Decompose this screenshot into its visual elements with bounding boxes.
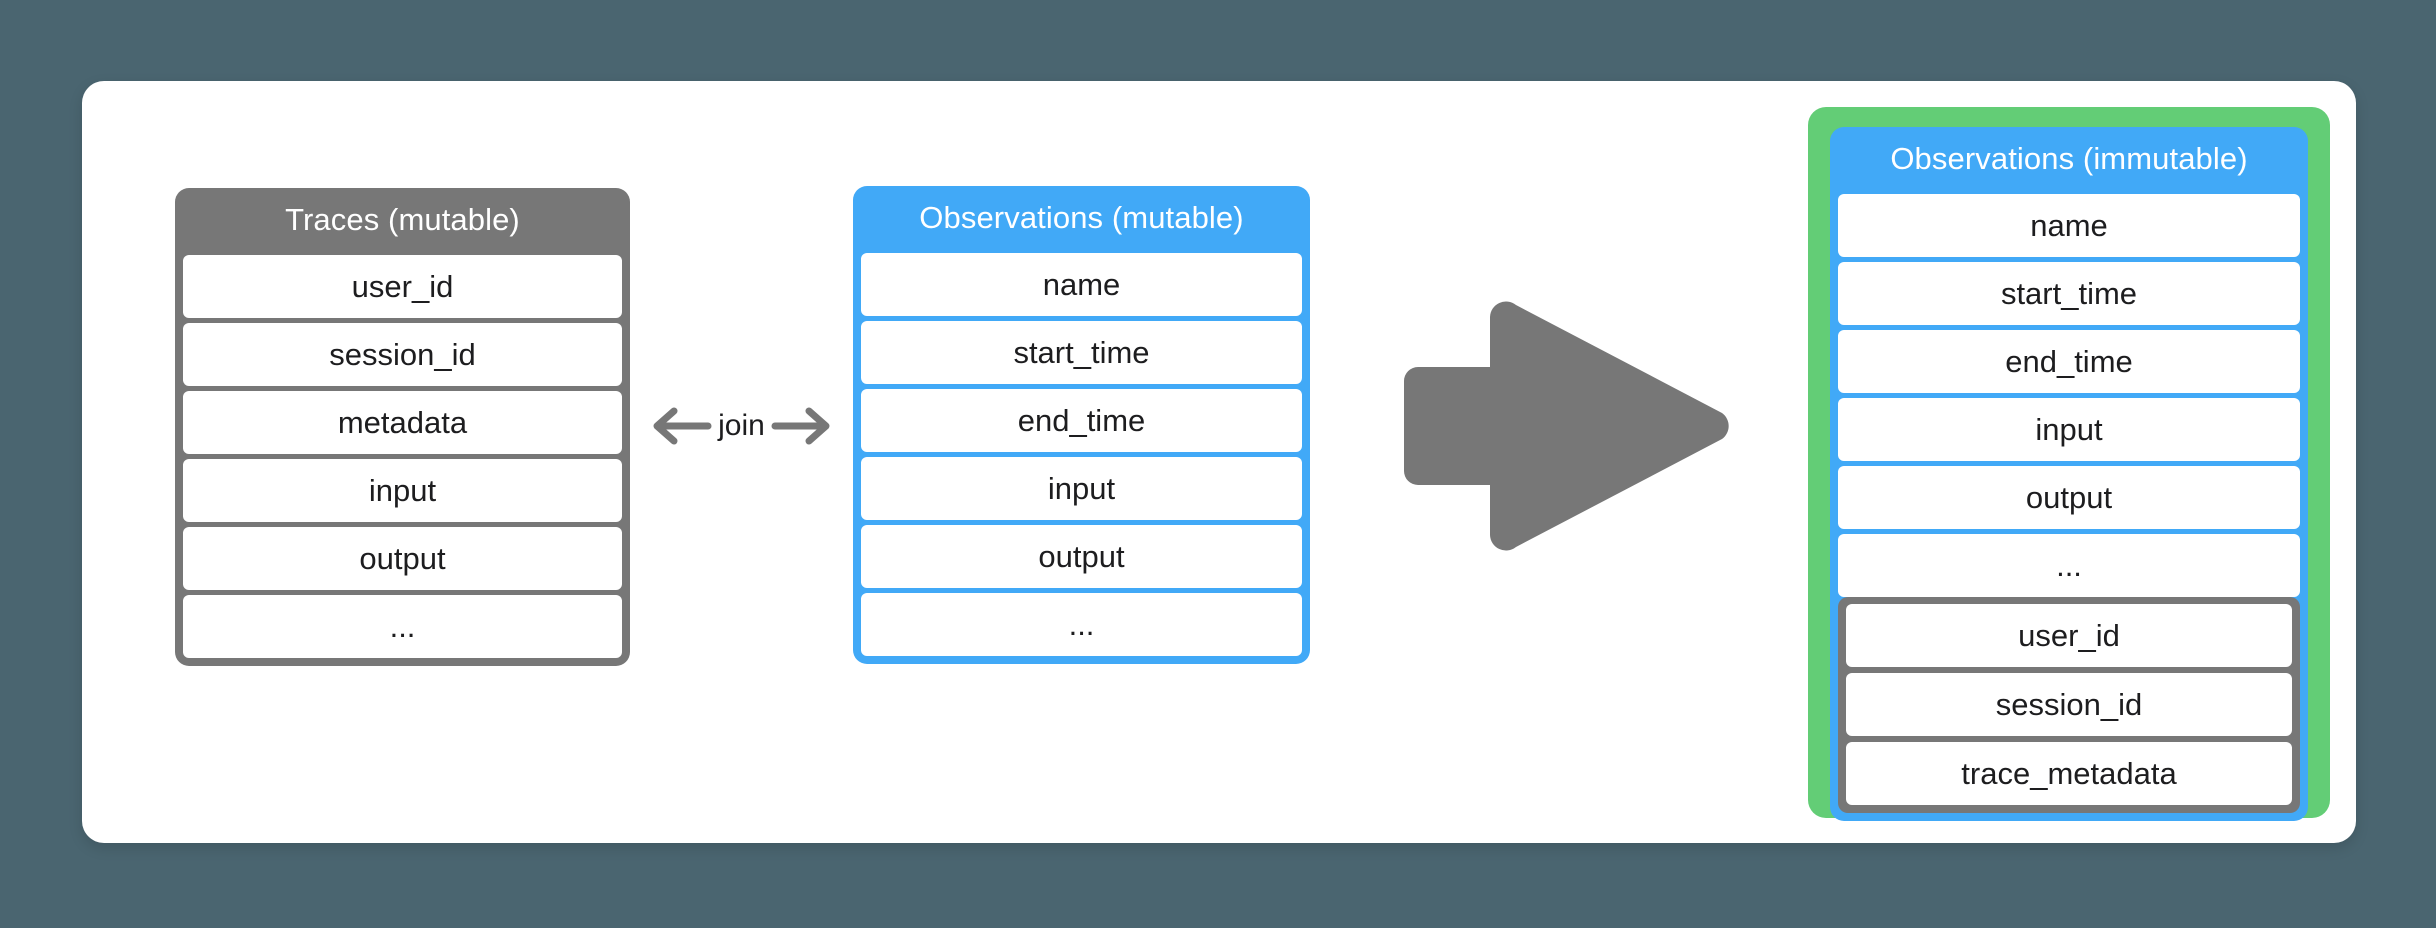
table-row: name [1838, 194, 2300, 257]
join-label: join [718, 409, 765, 442]
table-row: end_time [1838, 330, 2300, 393]
appended-trace-columns: user_id session_id trace_metadata [1838, 597, 2300, 813]
table-row: output [1838, 466, 2300, 529]
immutable-highlight-group: Observations (immutable) name start_time… [1808, 107, 2330, 821]
table-row: metadata [183, 391, 622, 454]
traces-table: Traces (mutable) user_id session_id meta… [175, 188, 630, 666]
observations-mutable-table: Observations (mutable) name start_time e… [853, 186, 1310, 664]
observations-immutable-table-title: Observations (immutable) [1890, 141, 2248, 176]
observations-mutable-table-title: Observations (mutable) [919, 200, 1244, 235]
table-row: ... [183, 595, 622, 658]
table-row: end_time [861, 389, 1302, 452]
table-row: input [1838, 398, 2300, 461]
table-row: output [183, 527, 622, 590]
thick-right-arrow-icon [1400, 295, 1732, 557]
table-row: start_time [1838, 262, 2300, 325]
table-row: session_id [1846, 673, 2292, 736]
arrow-right-icon [771, 403, 833, 449]
table-row: start_time [861, 321, 1302, 384]
table-row: session_id [183, 323, 622, 386]
table-row: user_id [1846, 604, 2292, 667]
table-row: trace_metadata [1846, 742, 2292, 805]
table-row: user_id [183, 255, 622, 318]
join-connector: join [634, 397, 849, 455]
table-row: output [861, 525, 1302, 588]
table-row: ... [1838, 534, 2300, 597]
arrow-left-icon [650, 403, 712, 449]
table-row: ... [861, 593, 1302, 656]
diagram-card: Traces (mutable) user_id session_id meta… [82, 81, 2356, 843]
table-row: name [861, 253, 1302, 316]
table-row: input [861, 457, 1302, 520]
observations-immutable-table: Observations (immutable) name start_time… [1830, 127, 2308, 821]
table-row: input [183, 459, 622, 522]
traces-table-title: Traces (mutable) [285, 202, 520, 237]
